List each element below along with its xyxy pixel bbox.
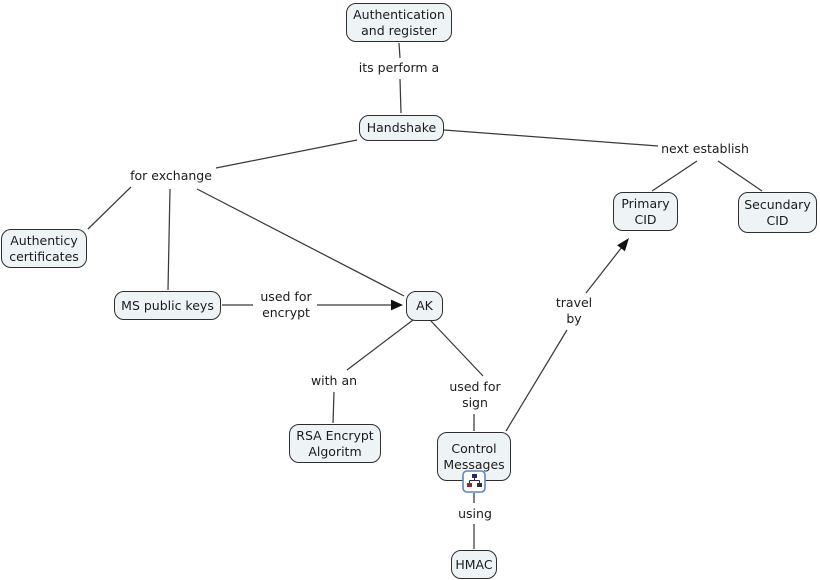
concept-hmac[interactable]: HMAC bbox=[451, 550, 497, 579]
link-label-its-perform-a[interactable]: its perform a bbox=[358, 59, 440, 75]
edge-line bbox=[399, 78, 402, 114]
concept-authenticy-certificates[interactable]: Authenticy certificates bbox=[1, 229, 87, 268]
concept-rsa-encrypt-algoritm[interactable]: RSA Encrypt Algoritm bbox=[289, 424, 381, 463]
arrowhead bbox=[391, 299, 403, 311]
edge-line bbox=[717, 160, 763, 192]
edge-line bbox=[346, 319, 414, 371]
concept-ak[interactable]: AK bbox=[406, 291, 443, 321]
link-label-next-establish[interactable]: next establish bbox=[661, 140, 749, 156]
edge-line bbox=[430, 320, 484, 377]
concept-handshake[interactable]: Handshake bbox=[359, 115, 444, 141]
edge-line bbox=[398, 42, 401, 59]
concept-auth-register[interactable]: Authentication and register bbox=[346, 3, 452, 42]
edge-line bbox=[651, 160, 698, 192]
concept-control-messages[interactable]: Control Messages bbox=[437, 432, 511, 481]
link-label-with-an[interactable]: with an bbox=[310, 372, 358, 388]
concept-primary-cid[interactable]: Primary CID bbox=[613, 192, 678, 231]
link-label-using[interactable]: using bbox=[458, 505, 492, 521]
concept-ms-public-keys[interactable]: MS public keys bbox=[114, 291, 221, 320]
edge-line bbox=[443, 129, 659, 147]
link-label-for-exchange[interactable]: for exchange bbox=[130, 167, 212, 183]
link-label-used-for-sign[interactable]: used for sign bbox=[449, 378, 501, 410]
link-label-travel-by[interactable]: travel by bbox=[555, 294, 593, 326]
edge-line bbox=[196, 188, 405, 297]
edge-line bbox=[87, 186, 132, 230]
arrowhead bbox=[617, 238, 629, 252]
edge-line bbox=[167, 188, 171, 291]
edge-line bbox=[505, 329, 568, 432]
edge-line bbox=[585, 246, 623, 294]
edge-line bbox=[215, 139, 358, 169]
edge-line bbox=[332, 391, 335, 424]
concept-secundary-cid[interactable]: Secundary CID bbox=[738, 192, 817, 233]
link-label-used-for-encrypt[interactable]: used for encrypt bbox=[260, 288, 312, 320]
resource-tree-icon[interactable] bbox=[462, 470, 486, 493]
